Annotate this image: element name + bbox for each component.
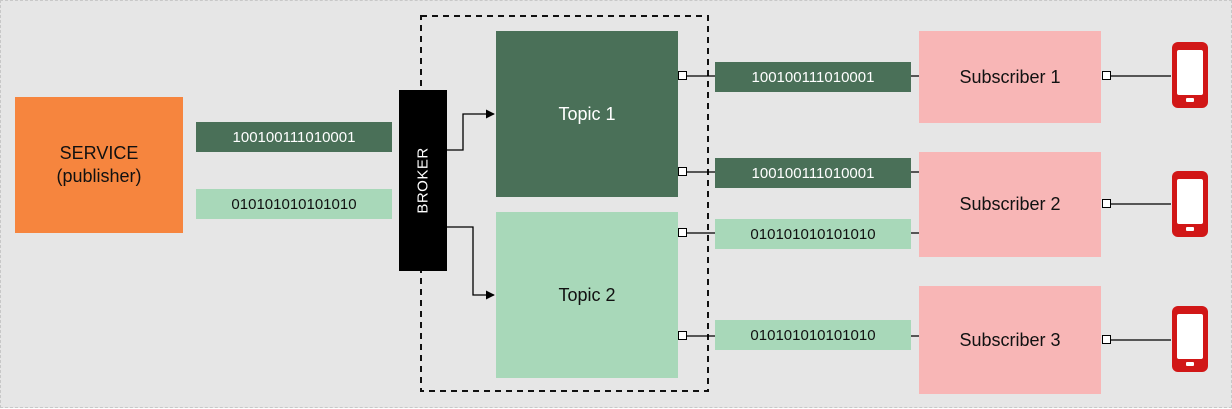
publisher-subtitle: (publisher) [56, 166, 142, 186]
publisher-title: SERVICE [59, 143, 139, 163]
publisher-service-box: SERVICE (publisher) [15, 97, 183, 233]
subscriber-3-box: Subscriber 3 [919, 286, 1101, 394]
subscriber-1-box: Subscriber 1 [919, 31, 1101, 123]
subscriber-1-label: Subscriber 1 [959, 66, 1061, 87]
mobile-phone-icon [1172, 306, 1208, 372]
topic-2-label: Topic 2 [558, 284, 616, 305]
broker-label: BROKER [414, 147, 432, 214]
publisher-message-dark: 100100111010001 [196, 122, 392, 152]
topic-1-box: Topic 1 [496, 31, 678, 197]
broker-to-topic1-arrow [447, 109, 495, 151]
publisher-message-light: 010101010101010 [196, 189, 392, 219]
subscriber-3-port [1102, 335, 1111, 344]
broker-to-topic2-arrow [447, 226, 495, 300]
topic-2-box: Topic 2 [496, 212, 678, 378]
topic-1-port-b [678, 167, 687, 176]
subscriber-2-port [1102, 199, 1111, 208]
topic-1-port-a [678, 71, 687, 80]
subscriber-1-port [1102, 71, 1111, 80]
subscriber-2-label: Subscriber 2 [959, 194, 1061, 214]
message-topic1-subscriber1: 100100111010001 [715, 62, 911, 92]
subscriber-2-box: Subscriber 2 [919, 152, 1101, 257]
topic-1-label: Topic 1 [558, 103, 616, 124]
broker-box: BROKER [399, 90, 447, 271]
mobile-phone-icon [1172, 42, 1208, 108]
message-topic2-subscriber2: 010101010101010 [715, 219, 911, 249]
topic-2-port-a [678, 228, 687, 237]
message-topic2-subscriber3: 010101010101010 [715, 320, 911, 350]
message-topic1-subscriber2: 100100111010001 [715, 158, 911, 188]
mobile-phone-icon [1172, 171, 1208, 237]
topic-2-port-b [678, 331, 687, 340]
subscriber-3-label: Subscriber 3 [959, 329, 1061, 350]
